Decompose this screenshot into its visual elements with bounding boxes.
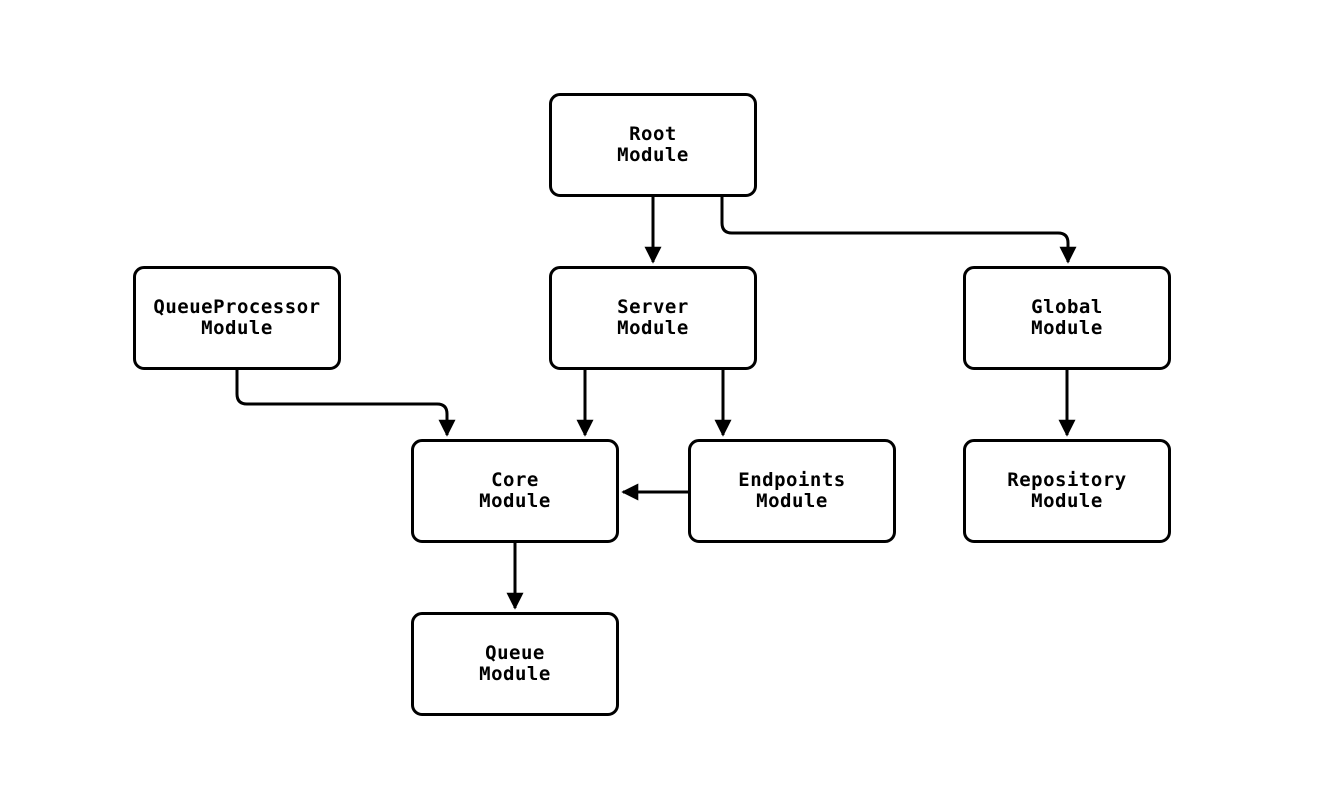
edge-queueprocessor-to-core — [235, 370, 456, 437]
node-label-line2: Module — [479, 490, 551, 512]
node-label-line1: Queue — [485, 642, 545, 664]
node-label-line1: Server — [617, 296, 689, 318]
node-label-line2: Module — [617, 144, 689, 166]
node-endpoints-module: Endpoints Module — [688, 439, 896, 543]
node-label-line2: Module — [617, 317, 689, 339]
node-label-line1: Repository — [1007, 469, 1127, 491]
node-label-line2: Module — [1031, 490, 1103, 512]
node-label-line1: Global — [1031, 296, 1103, 318]
node-core-module: Core Module — [411, 439, 619, 543]
node-label-line2: Module — [479, 663, 551, 685]
node-label-line2: Module — [1031, 317, 1103, 339]
node-label-line1: Core — [491, 469, 539, 491]
node-queueprocessor-module: QueueProcessor Module — [133, 266, 341, 370]
node-server-module: Server Module — [549, 266, 757, 370]
node-root-module: Root Module — [549, 93, 757, 197]
node-global-module: Global Module — [963, 266, 1171, 370]
node-label-line2: Module — [201, 317, 273, 339]
node-queue-module: Queue Module — [411, 612, 619, 716]
node-label-line1: Root — [629, 123, 677, 145]
node-label-line2: Module — [756, 490, 828, 512]
node-label-line1: Endpoints — [738, 469, 846, 491]
edge-root-to-global — [720, 197, 1077, 264]
node-label-line1: QueueProcessor — [153, 296, 321, 318]
node-repository-module: Repository Module — [963, 439, 1171, 543]
